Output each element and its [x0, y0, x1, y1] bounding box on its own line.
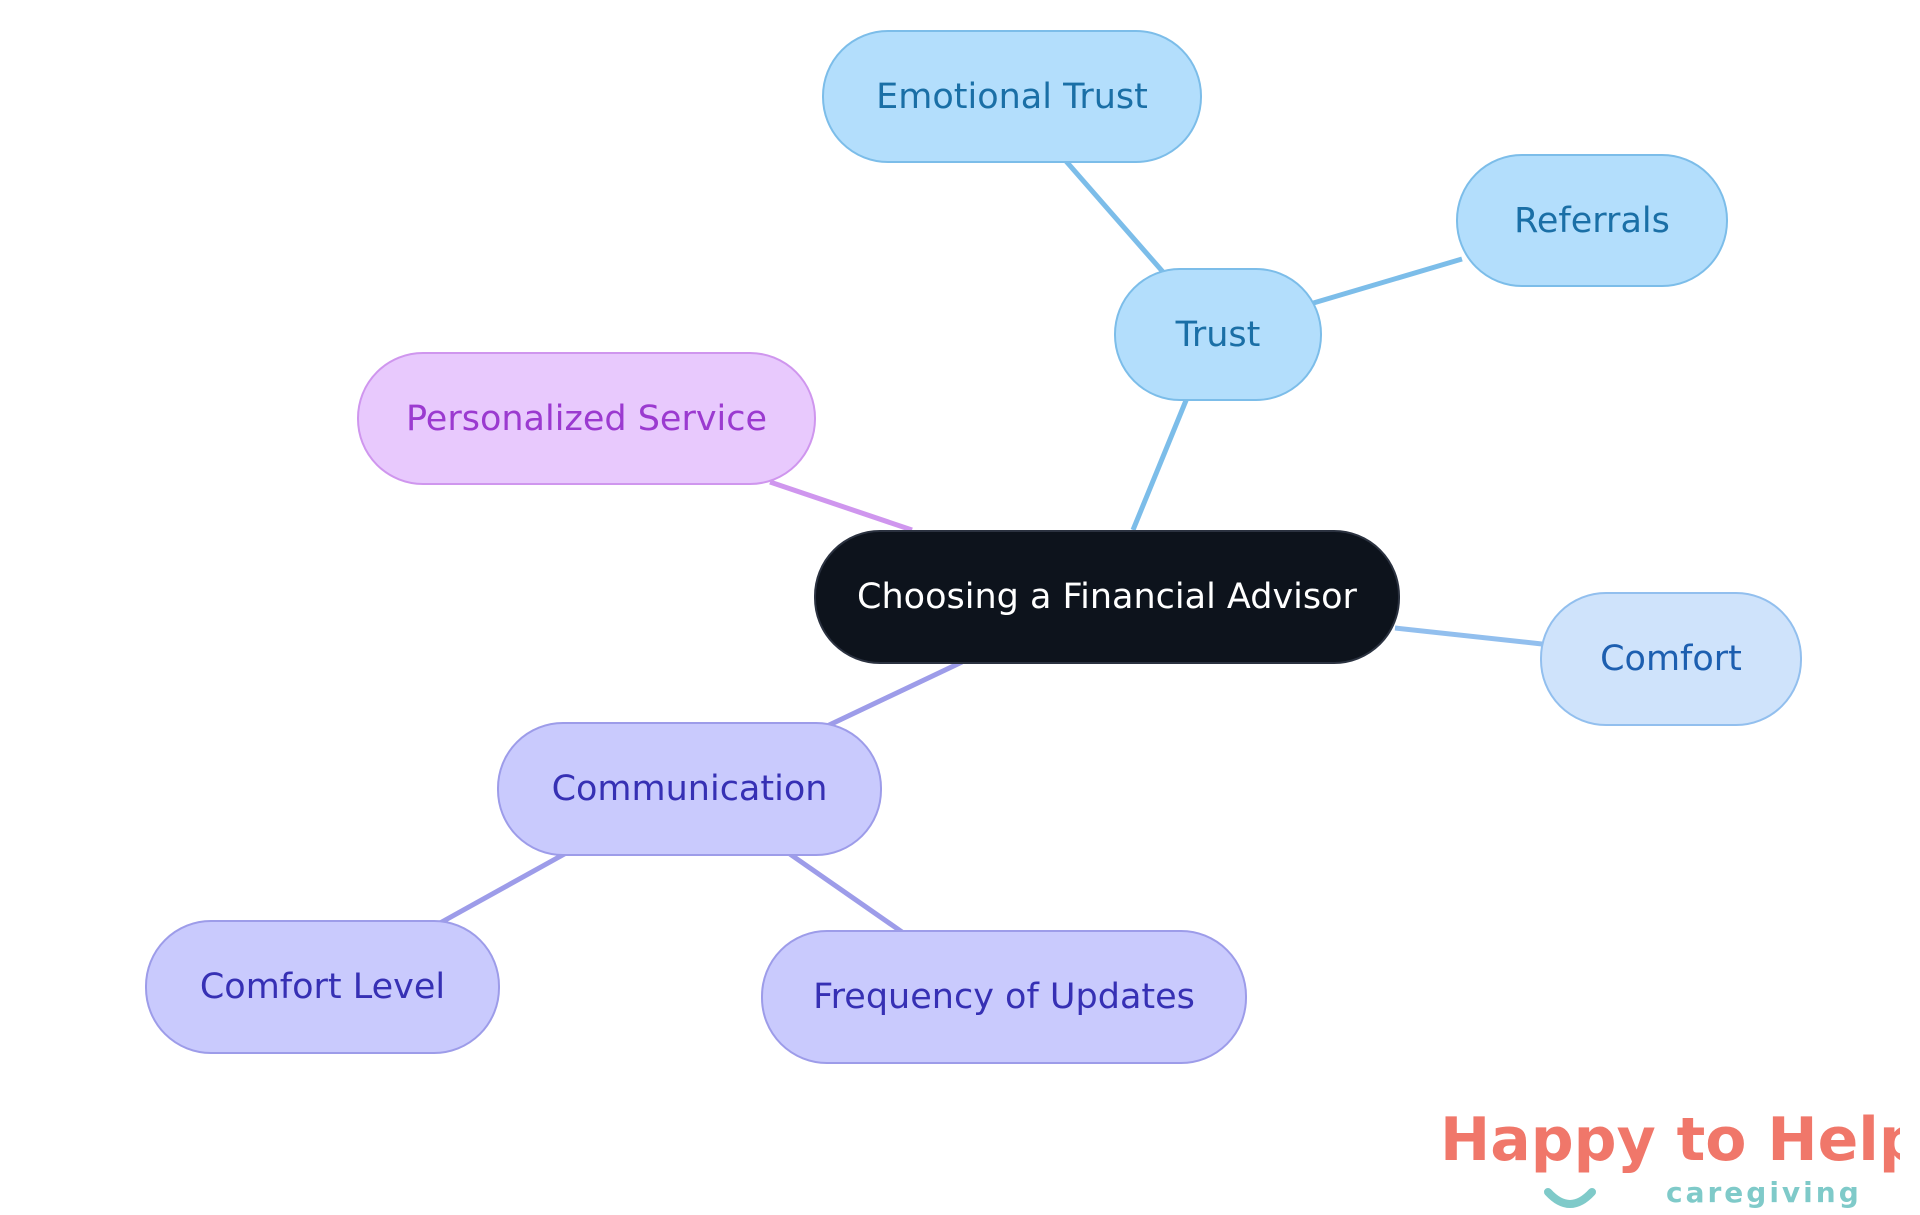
logo-line1: Happy to Help	[1440, 1108, 1900, 1175]
node-comfort-level[interactable]: Comfort Level	[145, 920, 500, 1054]
edge-communication-comfort-level	[438, 849, 570, 926]
node-communication[interactable]: Communication	[497, 722, 882, 856]
edge-trust-emotional-trust	[1063, 158, 1165, 274]
edge-communication-frequency-of-updates	[785, 849, 904, 935]
node-trust[interactable]: Trust	[1114, 268, 1322, 401]
edge-trust-referrals	[1309, 256, 1463, 307]
node-frequency-of-updates[interactable]: Frequency of Updates	[761, 930, 1247, 1064]
node-root-choosing-a-financial-advisor[interactable]: Choosing a Financial Advisor	[814, 530, 1400, 664]
smile-icon	[1544, 1188, 1596, 1208]
edge-root-personalized-service	[769, 479, 913, 533]
edge-root-trust	[1130, 397, 1190, 531]
happy-to-help-logo: Happy to Help caregiving	[1440, 1108, 1900, 1209]
node-personalized-service[interactable]: Personalized Service	[357, 352, 816, 485]
node-referrals[interactable]: Referrals	[1456, 154, 1728, 287]
logo-line2: caregiving	[1666, 1176, 1862, 1209]
node-emotional-trust[interactable]: Emotional Trust	[822, 30, 1202, 163]
edge-root-comfort	[1394, 625, 1543, 647]
node-comfort[interactable]: Comfort	[1540, 592, 1802, 726]
edge-root-communication	[823, 659, 964, 730]
